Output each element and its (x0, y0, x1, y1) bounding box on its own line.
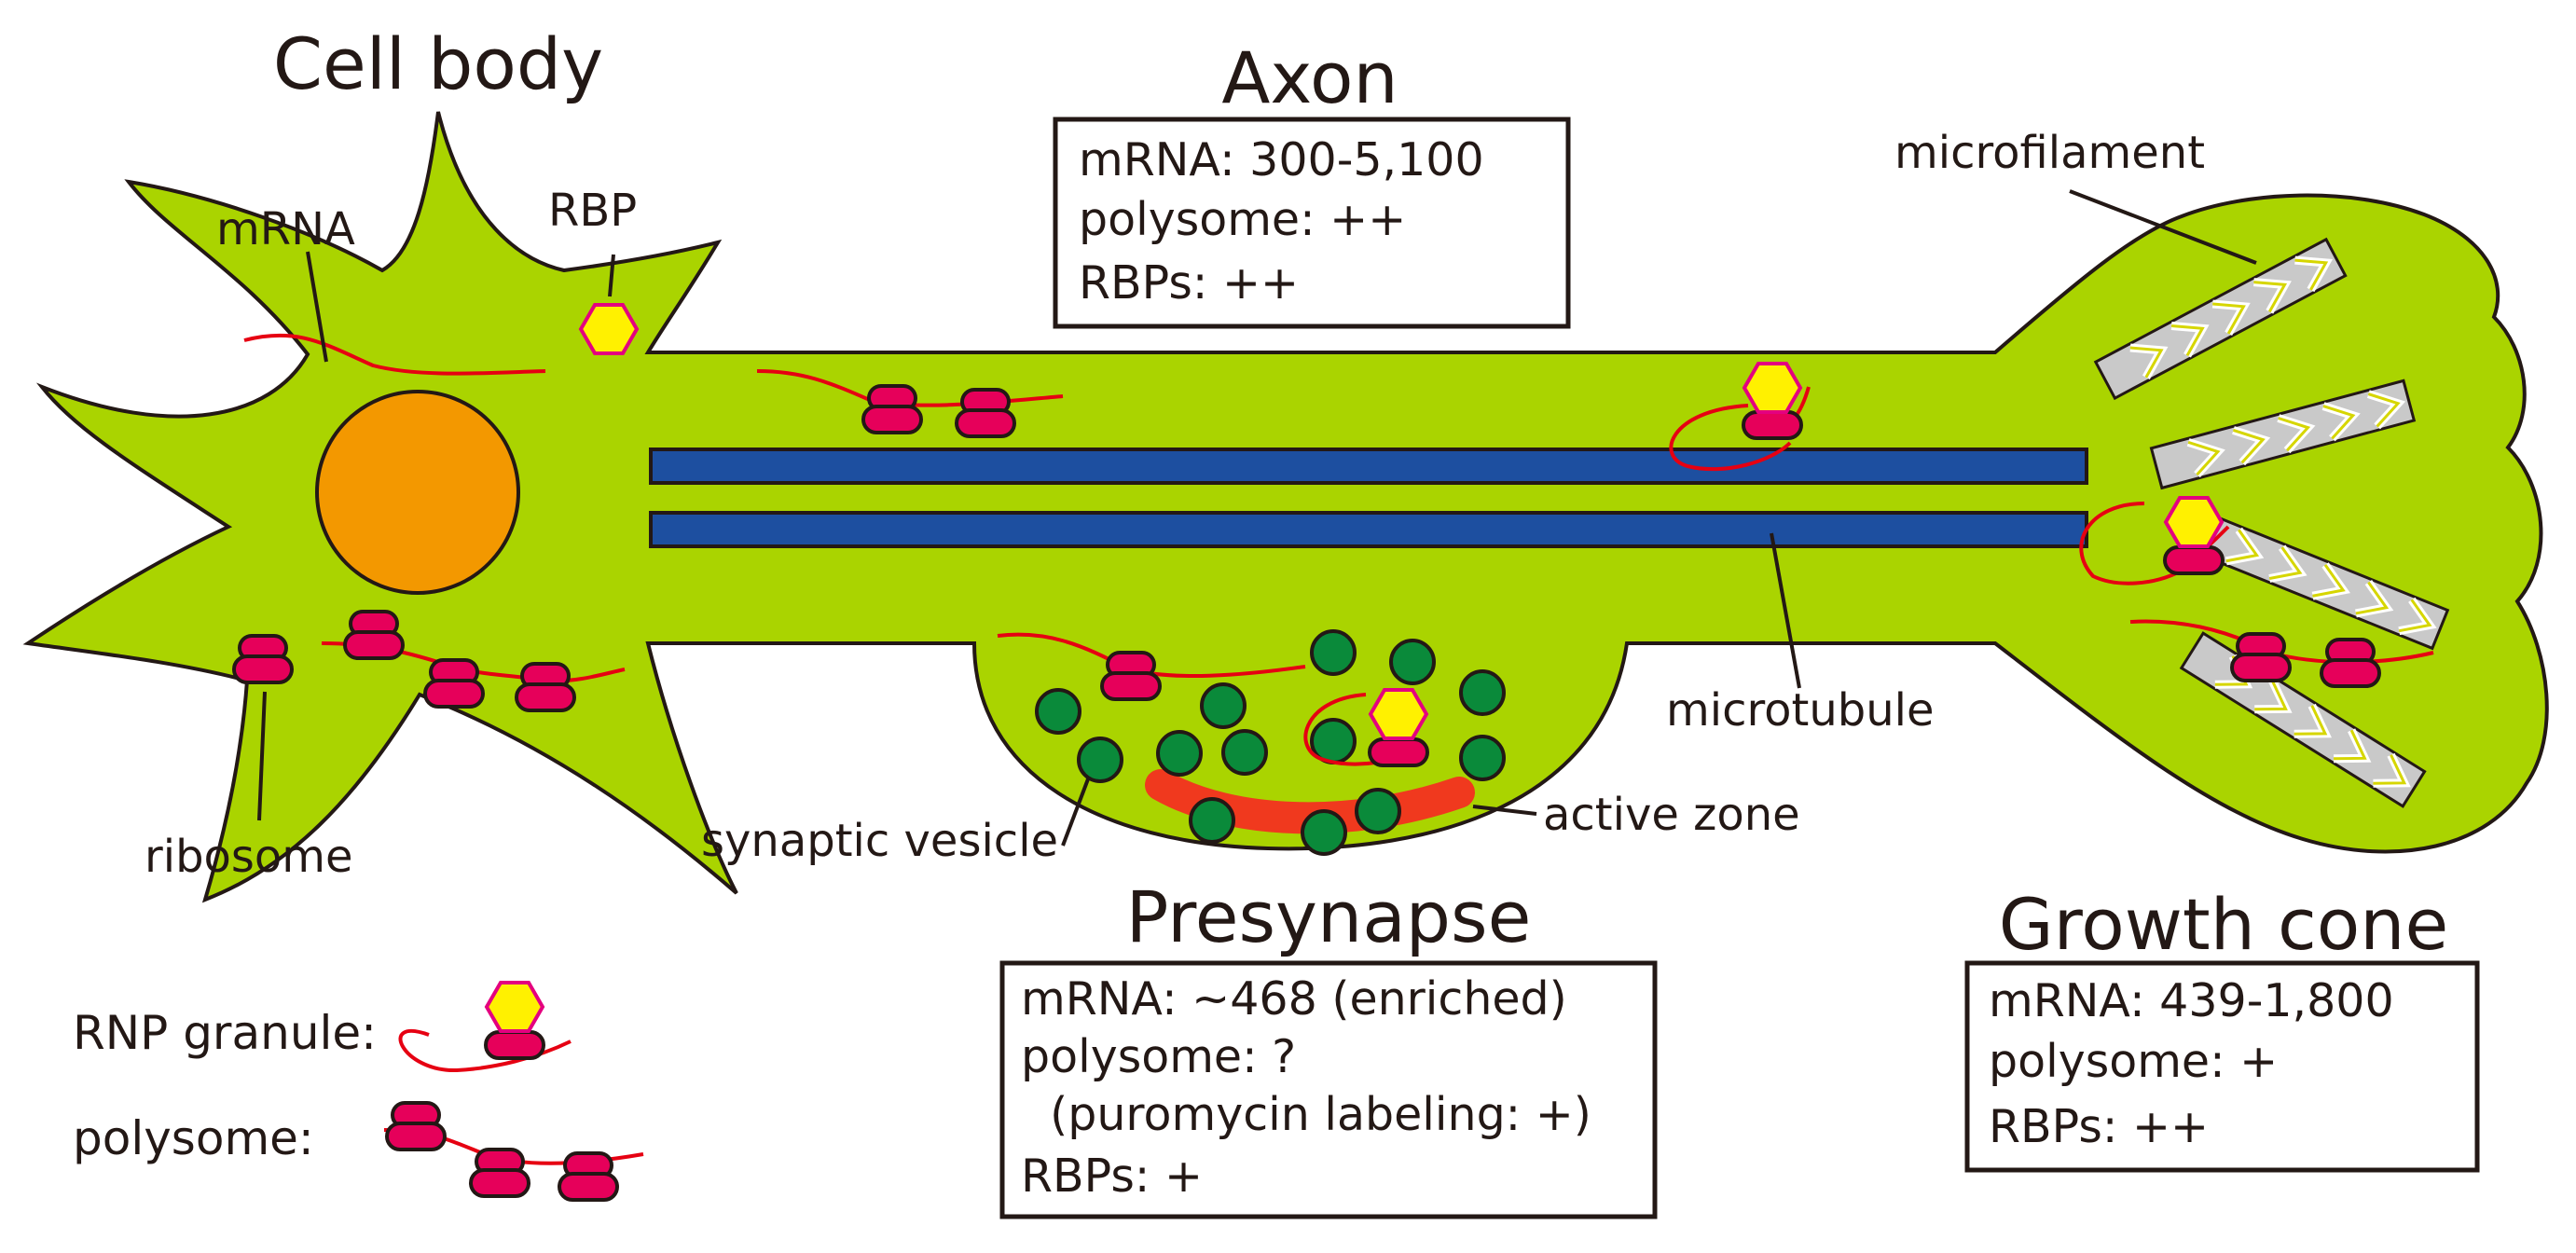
legend-rnp-granule-label: RNP granule: (73, 1006, 377, 1060)
cell-body-title: Cell body (273, 22, 603, 105)
rbp-hexagon (578, 303, 640, 355)
rbp-leader-line (608, 254, 615, 297)
growth-cone-title: Growth cone (1999, 883, 2448, 966)
rbp-label: RBP (548, 185, 637, 237)
synaptic-vesicles (1035, 629, 1506, 856)
axon-info-line: RBPs: ++ (1079, 256, 1299, 310)
ribosomes (232, 384, 2381, 1202)
synaptic-vesicle (1459, 669, 1506, 716)
active-zone (1145, 769, 1475, 834)
active-zone-leader-line (1472, 805, 1537, 816)
mrna-strand (243, 333, 546, 376)
ribosome (1742, 410, 1803, 440)
microfilament-leader-line (2069, 189, 2257, 265)
ribosome (469, 1148, 530, 1198)
growth-cone-info-line: mRNA: 439-1,800 (1989, 974, 2394, 1027)
synaptic-vesicle (1200, 682, 1247, 729)
synaptic-vesicle (1077, 737, 1123, 783)
synaptic-vesicle (1389, 639, 1436, 685)
leader-lines (257, 189, 2257, 847)
synaptic-vesicle-label: synaptic vesicle (701, 815, 1058, 867)
ribosome (515, 662, 576, 712)
mrna-strand (2079, 502, 2183, 585)
ribosome (343, 610, 405, 660)
axon-title: Axon (1221, 36, 1398, 119)
synaptic-vesicle (1355, 788, 1401, 834)
active-zone-label: active zone (1543, 789, 1800, 841)
ribosome (1368, 737, 1429, 767)
ribosome (484, 1030, 545, 1060)
synaptic-vesicle (1221, 729, 1268, 776)
ribosome (1100, 651, 1162, 701)
ribosome-leader-line (257, 691, 267, 821)
microtubule-lower (649, 511, 2088, 548)
growth-cone-info-line: polysome: + (1989, 1035, 2278, 1088)
legend-polysome-label: polysome: (73, 1111, 314, 1165)
ribosome (2320, 638, 2381, 688)
growth-cone-info-line: RBPs: ++ (1989, 1100, 2209, 1153)
synaptic-vesicle (1156, 730, 1203, 777)
presynapse-info-line: RBPs: + (1021, 1150, 1203, 1203)
axon-info-line: polysome: ++ (1079, 193, 1406, 246)
rbp-hexagon (1742, 362, 1803, 414)
ribosome (955, 388, 1016, 438)
ribosome (2163, 545, 2225, 575)
ribosome (232, 634, 294, 684)
microfilament-label: microfilament (1894, 127, 2205, 179)
microtubule-upper (649, 448, 2088, 485)
presynapse-info-box: mRNA: ~468 (enriched) polysome: ? (purom… (999, 960, 1658, 1219)
ribosome (2230, 632, 2292, 682)
microtubule-leader-line (1770, 532, 1801, 689)
ribosome (385, 1101, 447, 1151)
mrna-leader-line (306, 251, 328, 363)
microfilament (2149, 379, 2417, 490)
growth-cone-info-box: mRNA: 439-1,800 polysome: + RBPs: ++ (1964, 960, 2480, 1173)
microfilament (2188, 510, 2450, 651)
synaptic-vesicle (1310, 629, 1357, 676)
axon-info-line: mRNA: 300-5,100 (1079, 133, 1484, 186)
synaptic-vesicle (1035, 688, 1081, 735)
presynapse-title: Presynapse (1126, 875, 1532, 958)
nucleus (315, 390, 520, 595)
rbp-proteins (484, 303, 2225, 1033)
ribosome (423, 658, 485, 709)
microfilament (2093, 237, 2348, 401)
presynapse-info-line: polysome: ? (1021, 1030, 1296, 1083)
synaptic-vesicle (1301, 809, 1347, 856)
rbp-hexagon (484, 981, 545, 1033)
ribosome (861, 384, 923, 434)
axon-info-box: mRNA: 300-5,100 polysome: ++ RBPs: ++ (1053, 117, 1571, 329)
mrna-strand (1669, 404, 1792, 472)
microtubule-label: microtubule (1666, 684, 1935, 737)
presynapse-info-line: mRNA: ~468 (enriched) (1021, 972, 1567, 1026)
presynapse-info-line: (puromycin labeling: +) (1021, 1088, 1591, 1141)
synaptic-vesicle (1459, 735, 1506, 781)
synaptic-vesicle (1189, 797, 1235, 844)
ribosome-label: ribosome (145, 831, 353, 883)
rbp-hexagon (1368, 688, 1429, 740)
rbp-hexagon (2163, 496, 2225, 548)
synaptic-vesicle-leader-line (1061, 776, 1091, 847)
microfilament-bundles (2093, 237, 2450, 808)
ribosome (558, 1151, 619, 1202)
neuron-body (22, 111, 2549, 903)
mrna-label: mRNA (216, 203, 355, 255)
